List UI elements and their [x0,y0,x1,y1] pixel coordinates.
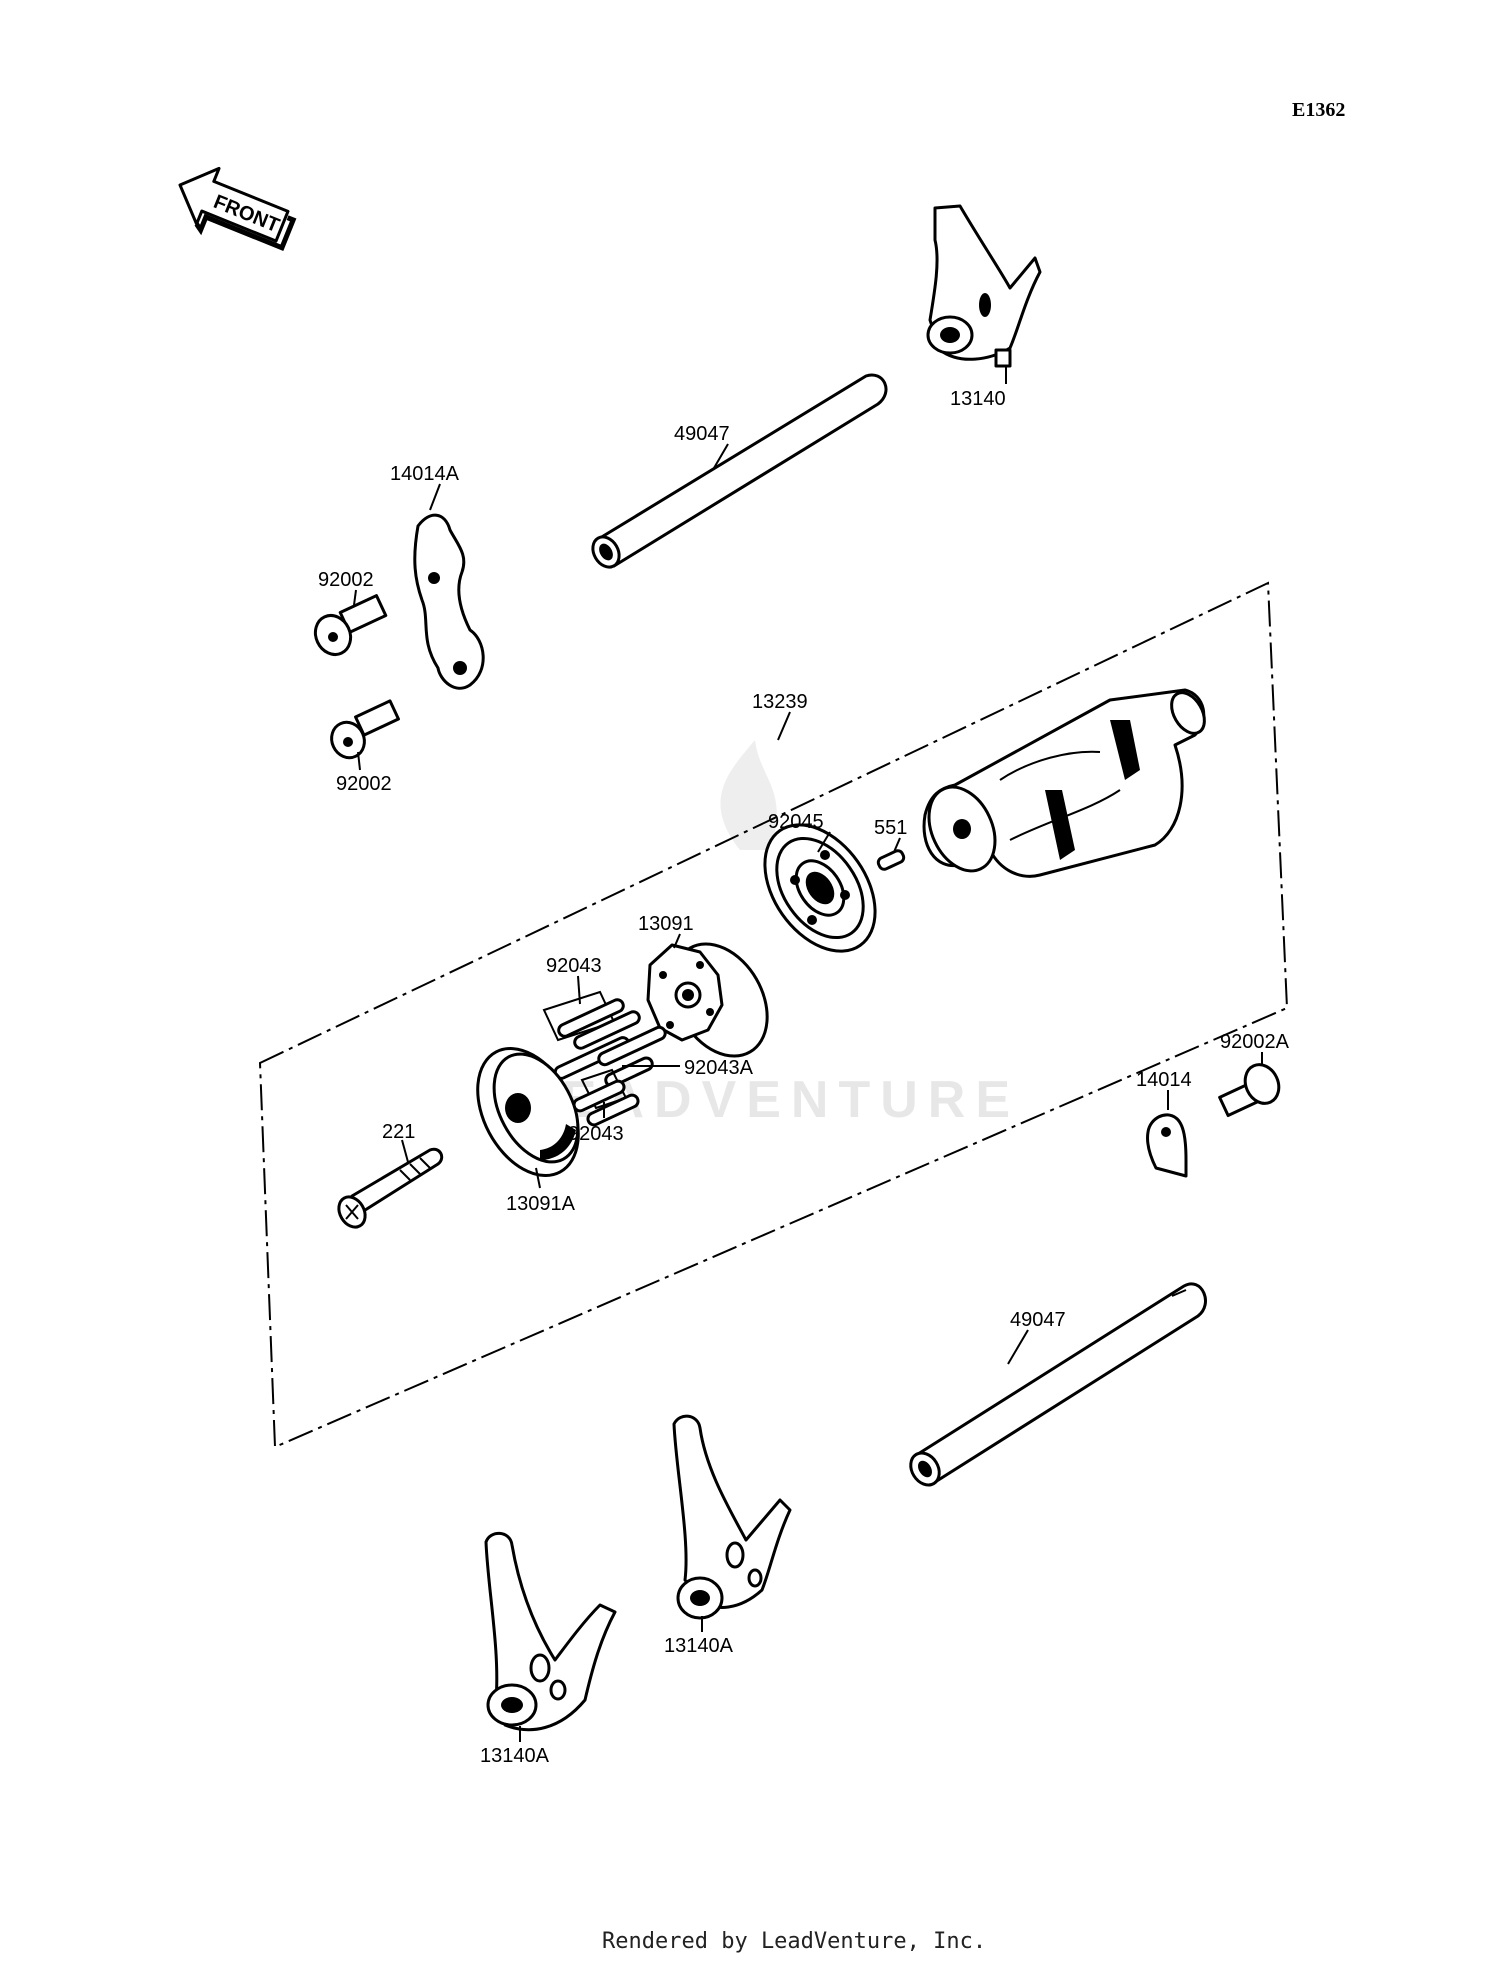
bolt-92002-lower [330,699,400,760]
callout-92045: 92045 [768,811,824,833]
callout-13140-top: 13140 [950,388,1006,410]
callout-14014: 14014 [1136,1069,1192,1091]
stopper-plate-14014a [413,513,485,690]
bolt-92002-upper [313,594,388,656]
callout-92043-top: 92043 [546,955,602,977]
pin-551 [876,849,906,871]
bearing-92045 [763,823,877,953]
callout-13140a-middle: 13140A [664,1635,734,1657]
shift-rod-49047-top [591,373,888,569]
callout-13239: 13239 [752,691,808,713]
callout-49047-bottom: 49047 [1010,1309,1066,1331]
callout-14014a: 14014A [390,463,460,485]
pins-92043-top [542,990,641,1050]
callout-92043a: 92043A [684,1057,754,1079]
callout-92002-lower: 92002 [336,773,392,795]
callout-13091a: 13091A [506,1193,576,1215]
callout-49047-top: 49047 [674,423,730,445]
bolt-92002a [1218,1063,1281,1118]
shift-drum-13239 [922,688,1206,878]
footer-credit: Rendered by LeadVenture, Inc. [602,1929,986,1954]
callout-551: 551 [874,817,907,839]
callout-92002a: 92002A [1220,1031,1290,1053]
screw-221 [337,1147,444,1229]
lock-plate-14014 [1146,1113,1188,1178]
drum-gear-13091 [646,942,769,1058]
callout-221: 221 [382,1121,415,1143]
callout-13091: 13091 [638,913,694,935]
assembly-frame [258,581,1289,1449]
cam-plate-13091a [476,1047,580,1177]
shift-fork-13140-top [926,204,1042,368]
callout-92043-bottom: 92043 [568,1123,624,1145]
leader-lines [353,366,1263,1742]
diagram-code: E1362 [1292,99,1345,121]
callout-92002-upper: 92002 [318,569,374,591]
shift-fork-13140a-middle [672,1414,792,1620]
callout-labels: 13140 49047 14014A 92002 92002 13239 920… [318,388,1290,1767]
shift-rod-49047-bottom [909,1282,1207,1487]
callout-13140a-lower: 13140A [480,1745,550,1767]
pins-92043-bottom [572,1068,640,1127]
shift-fork-13140a-lower [484,1531,617,1732]
front-arrow-icon: FRONT [178,166,297,252]
